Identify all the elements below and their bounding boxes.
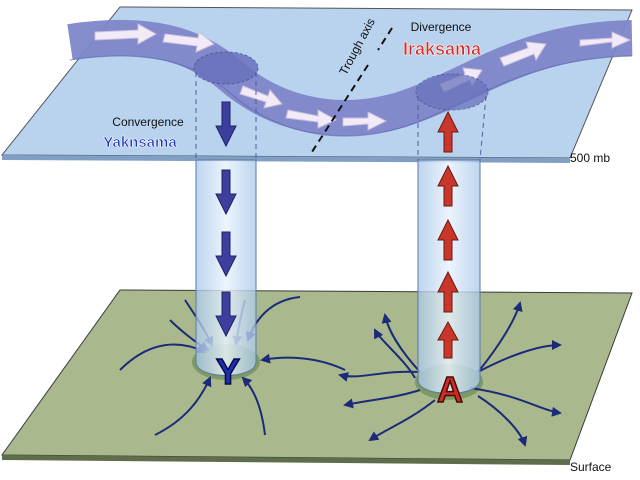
high-outflow-winds <box>338 301 562 447</box>
surface-plane <box>1 289 633 461</box>
upper-level-label: 500 mb <box>570 151 610 165</box>
divergence-zone-top <box>415 73 489 111</box>
divergence-name: Iraksama <box>403 39 482 59</box>
convergence-zone-top <box>193 51 259 85</box>
column-guides <box>195 72 487 161</box>
low-pressure-symbol: Y <box>216 351 240 392</box>
descending-arrows <box>215 101 237 338</box>
divergence-heading: Divergence <box>411 20 472 34</box>
ascending-arrows <box>437 110 459 359</box>
convergence-name: Yaknsama <box>103 134 177 151</box>
trough-axis-line <box>309 64 369 156</box>
convergence-heading: Convergence <box>112 115 184 129</box>
high-pressure-symbol: A <box>437 369 463 410</box>
surface-plane-side <box>2 455 570 465</box>
surface-label: Surface <box>570 460 612 474</box>
